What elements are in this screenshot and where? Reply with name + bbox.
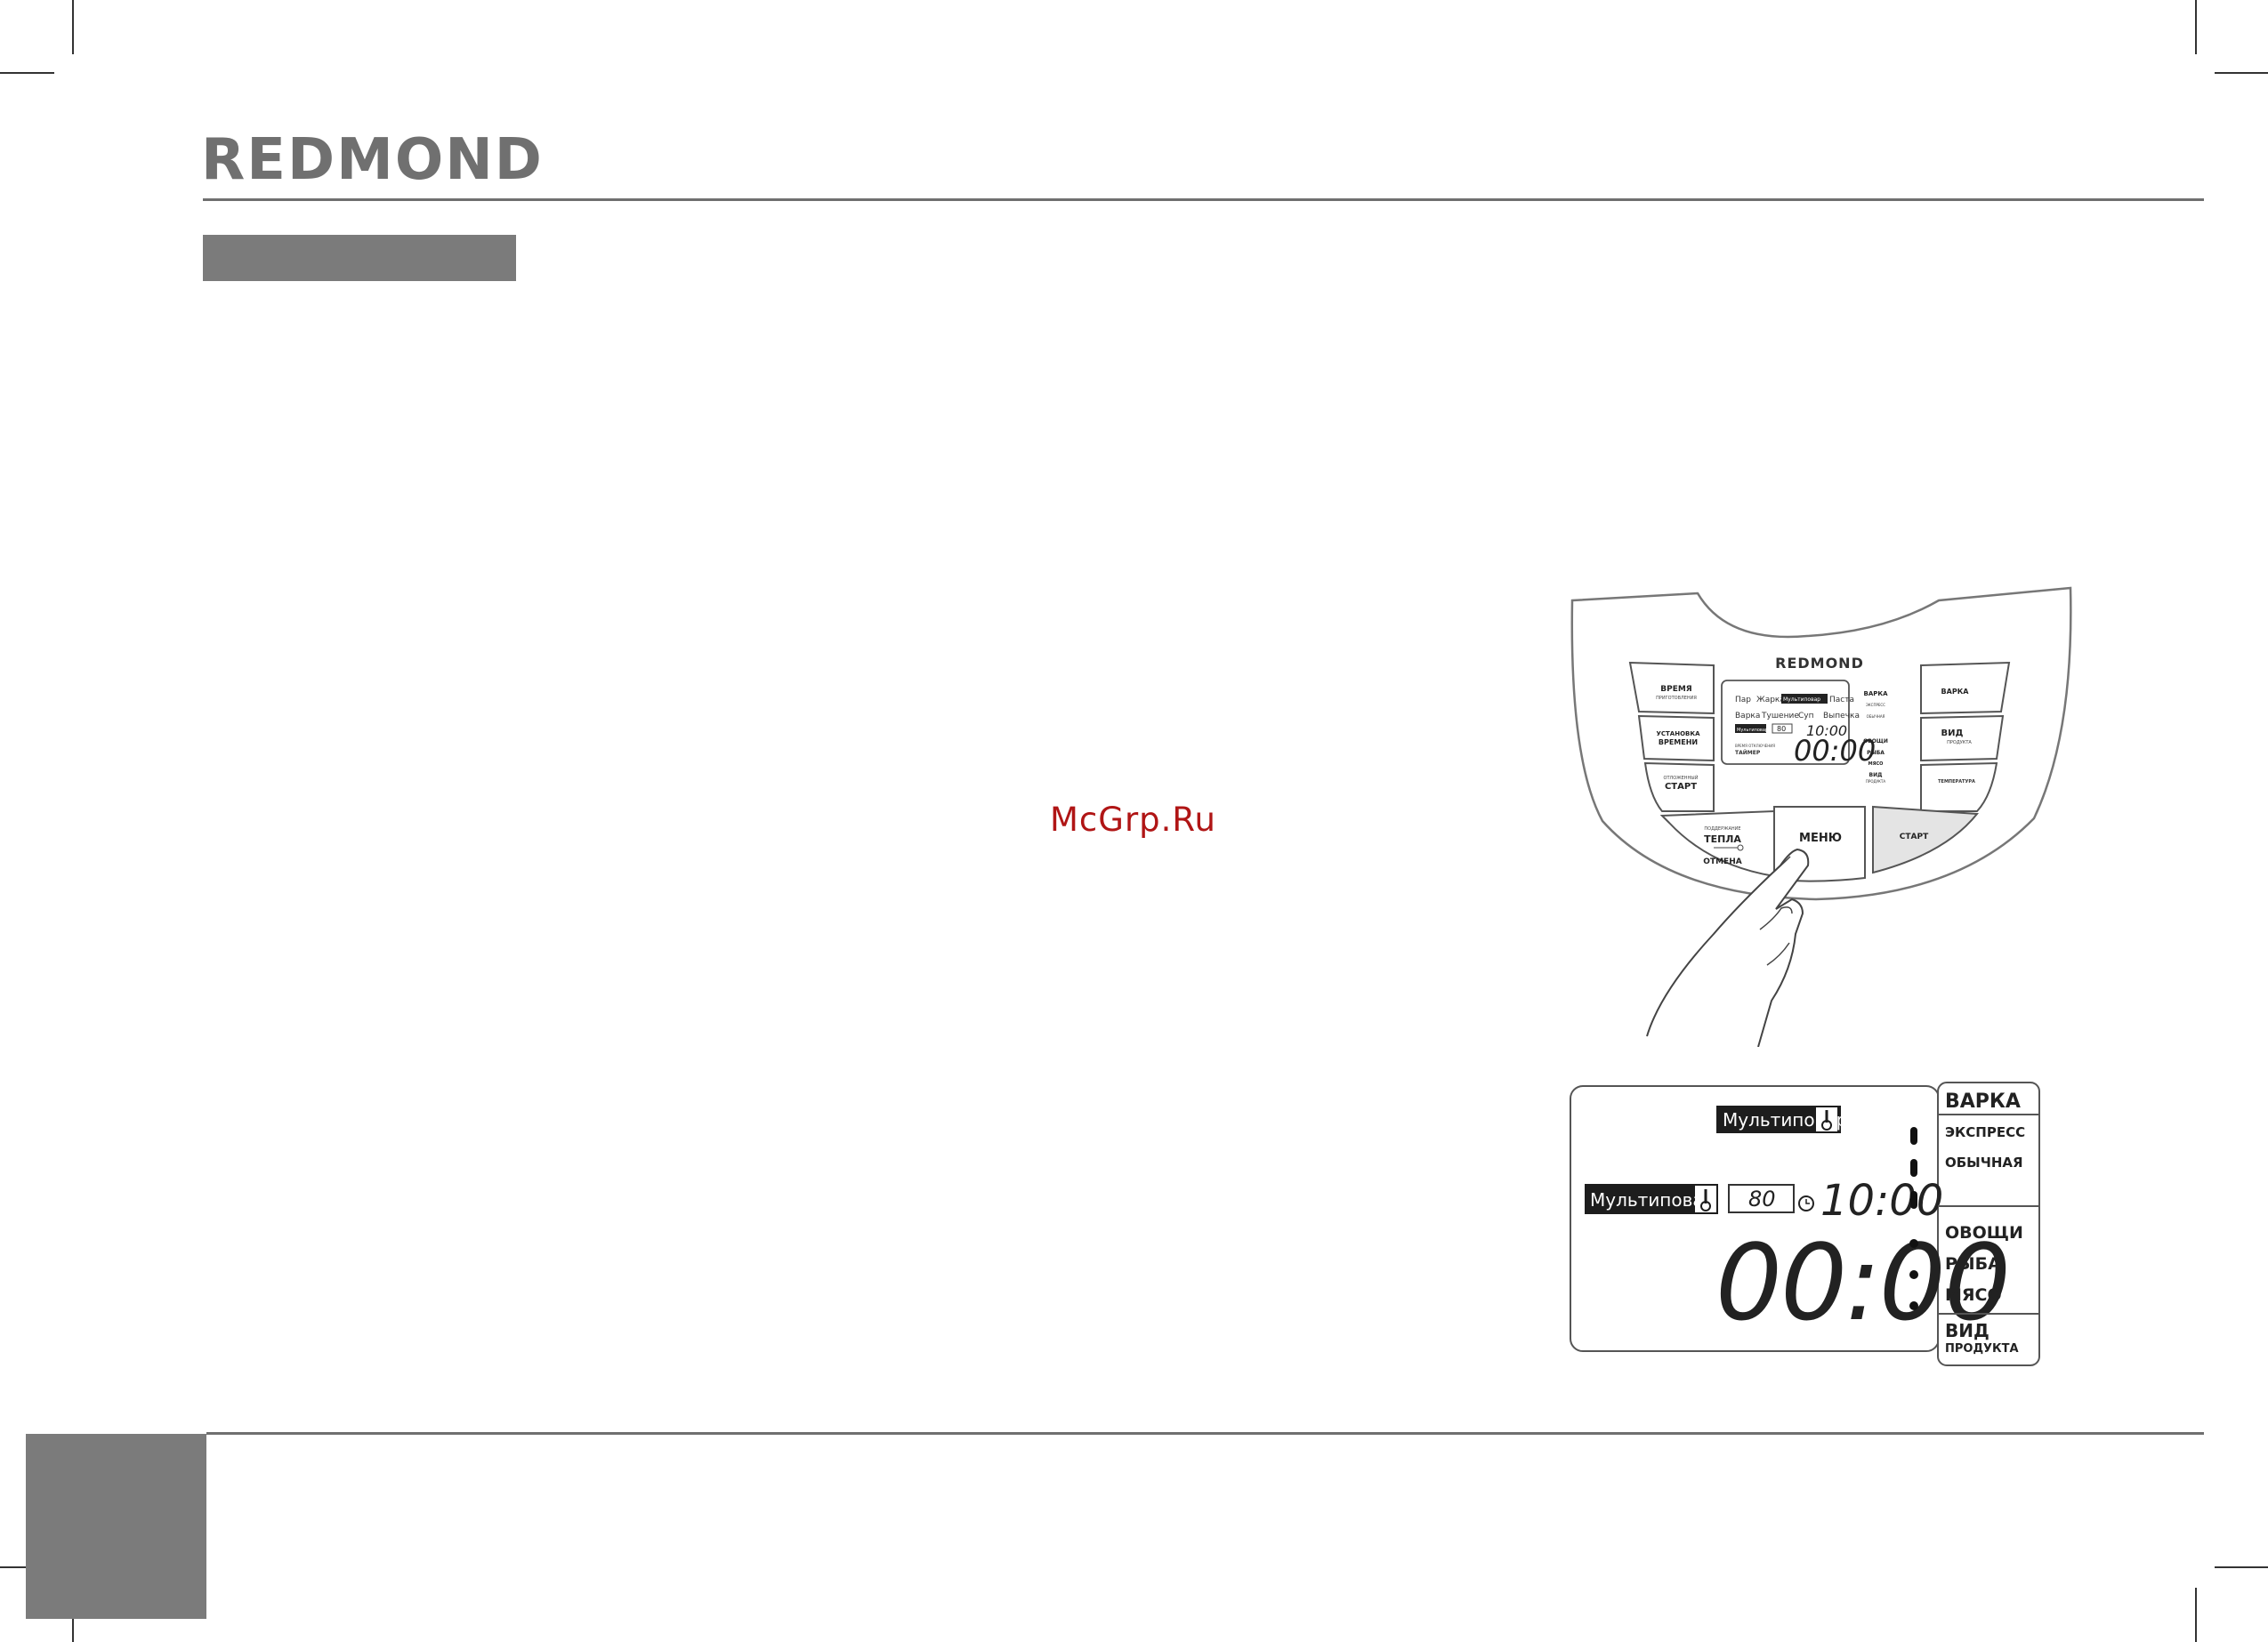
svg-text:Мультиповар: Мультиповар [1737,728,1768,733]
svg-text:ВРЕМЯ ОТКЛЮЧЕНИЯ: ВРЕМЯ ОТКЛЮЧЕНИЯ [1735,744,1775,748]
svg-text:ПРОДУКТА: ПРОДУКТА [1945,1342,2019,1356]
button-temperature: ТЕМПЕРАТУРА [1920,761,1998,812]
button-start-label: СТАРТ [1900,833,1929,841]
mini-display-side-labels: ВАРКА ЭКСПРЕСС ОБЫЧНАЯ ОВОЩИ РЫБА МЯСО В… [1863,690,1888,784]
watermark: McGrp.Ru [1050,801,1216,839]
button-delayed-start: ОТЛОЖЕННЫЙ СТАРТ [1643,761,1715,812]
svg-text:Тушение: Тушение [1761,712,1799,720]
svg-text:МЯСО: МЯСО [1868,761,1884,767]
control-panel-illustration: REDMOND ВРЕМЯ ПРИГОТОВЛЕНИЯ УСТАНОВКА ВР… [1570,586,2072,1047]
panel-logo: REDMOND [1775,655,1864,672]
svg-text:Мультиповар: Мультиповар [1590,1189,1715,1211]
pressing-hand [1646,848,1810,1047]
side-product-type: ВИД [1945,1320,1990,1341]
side-normal: ОБЫЧНАЯ [1945,1155,2023,1171]
display-top-label: Мультиповар [1716,1106,1847,1133]
button-start: СТАРТ [1872,805,1979,874]
brand-logo: REDMOND [201,127,544,193]
svg-text:ОВОЩИ: ОВОЩИ [1863,738,1888,745]
svg-text:Жарка: Жарка [1756,696,1785,704]
section-tab [203,235,516,281]
svg-text:80: 80 [1748,1187,1776,1211]
display-clock: 10:00 [1820,1176,1943,1226]
header-rule [203,198,2204,201]
svg-text:ПРИГОТОВЛЕНИЯ: ПРИГОТОВЛЕНИЯ [1656,696,1697,701]
svg-text:80: 80 [1777,725,1786,733]
side-meat: МЯСО [1945,1285,2002,1305]
svg-text:Мультиповар: Мультиповар [1783,696,1820,703]
svg-text:Варка: Варка [1735,712,1760,720]
indicator-marks [1909,1127,1918,1310]
button-temperature-label: ТЕМПЕРАТУРА [1938,779,1975,785]
button-menu-label: МЕНЮ [1799,832,1842,845]
svg-text:ВИД: ВИД [1869,772,1883,778]
button-set-time-label: УСТАНОВКА [1656,730,1700,737]
side-express: ЭКСПРЕСС [1945,1124,2025,1140]
button-product-type-label: ВИД [1941,728,1964,738]
display-temperature: 80 [1728,1184,1795,1213]
svg-text:ПОДДЕРЖАНИЕ: ПОДДЕРЖАНИЕ [1704,826,1740,832]
svg-text:РЫБА: РЫБА [1867,750,1885,756]
side-cooking: ВАРКА [1945,1091,2021,1113]
mini-display: Пар Жарка Мультиповар Паста Варка Тушени… [1721,680,1876,768]
crop-mark [72,0,74,54]
svg-text:ПРОДУКТА: ПРОДУКТА [1947,740,1972,745]
svg-text:ОТЛОЖЕННЫЙ: ОТЛОЖЕННЫЙ [1664,775,1699,781]
crop-mark [2195,1588,2197,1642]
button-keep-warm: ПОДДЕРЖАНИЕ ТЕПЛА ОТМЕНА [1659,809,1775,878]
svg-text:ТАЙМЕР: ТАЙМЕР [1735,749,1761,756]
svg-text:10:00: 10:00 [1806,722,1847,739]
crop-mark [2195,0,2197,54]
button-cooking-time: ВРЕМЯ ПРИГОТОВЛЕНИЯ [1628,661,1715,715]
button-cooking: ВАРКА [1920,661,2011,715]
svg-text:ВАРКА: ВАРКА [1863,690,1888,697]
svg-text:ВРЕМЕНИ: ВРЕМЕНИ [1659,738,1698,746]
button-cooking-label: ВАРКА [1941,688,1970,696]
crop-mark [2215,1566,2268,1568]
svg-text:Пар: Пар [1735,696,1751,704]
clock-icon [1798,1195,1814,1211]
svg-text:Суп: Суп [1798,712,1814,720]
display-detail: Мультиповар Мультиповар 80 10:00 00:00 В… [1570,1082,2040,1366]
button-product-type: ВИД ПРОДУКТА [1920,714,2005,762]
button-cooking-time-label: ВРЕМЯ [1660,685,1692,694]
display-side-panel: ВАРКА ЭКСПРЕСС ОБЫЧНАЯ ОВОЩИ РЫБА МЯСО В… [1938,1091,2039,1356]
crop-mark [0,72,54,74]
button-set-time: УСТАНОВКА ВРЕМЕНИ [1637,714,1715,762]
svg-text:Выпечка: Выпечка [1823,712,1860,720]
side-fish: РЫБА [1945,1254,2001,1274]
page-number-block [26,1434,206,1619]
button-cancel-label: ОТМЕНА [1703,857,1741,866]
svg-text:ЭКСПРЕСС: ЭКСПРЕСС [1866,703,1885,707]
button-delayed-start-label: СТАРТ [1665,782,1697,792]
svg-text:00:00: 00:00 [1794,734,1876,768]
svg-text:ОБЫЧНАЯ: ОБЫЧНАЯ [1867,714,1885,719]
button-keep-warm-label: ТЕПЛА [1704,833,1741,845]
footer-rule [206,1432,2204,1435]
display-left-label: Мультиповар [1585,1184,1718,1214]
svg-text:ПРОДУКТА: ПРОДУКТА [1866,779,1885,784]
crop-mark [2215,72,2268,74]
svg-text:Паста: Паста [1829,696,1854,704]
side-vegetables: ОВОЩИ [1945,1223,2023,1243]
display-main-time: 00:00 [1715,1221,2009,1344]
